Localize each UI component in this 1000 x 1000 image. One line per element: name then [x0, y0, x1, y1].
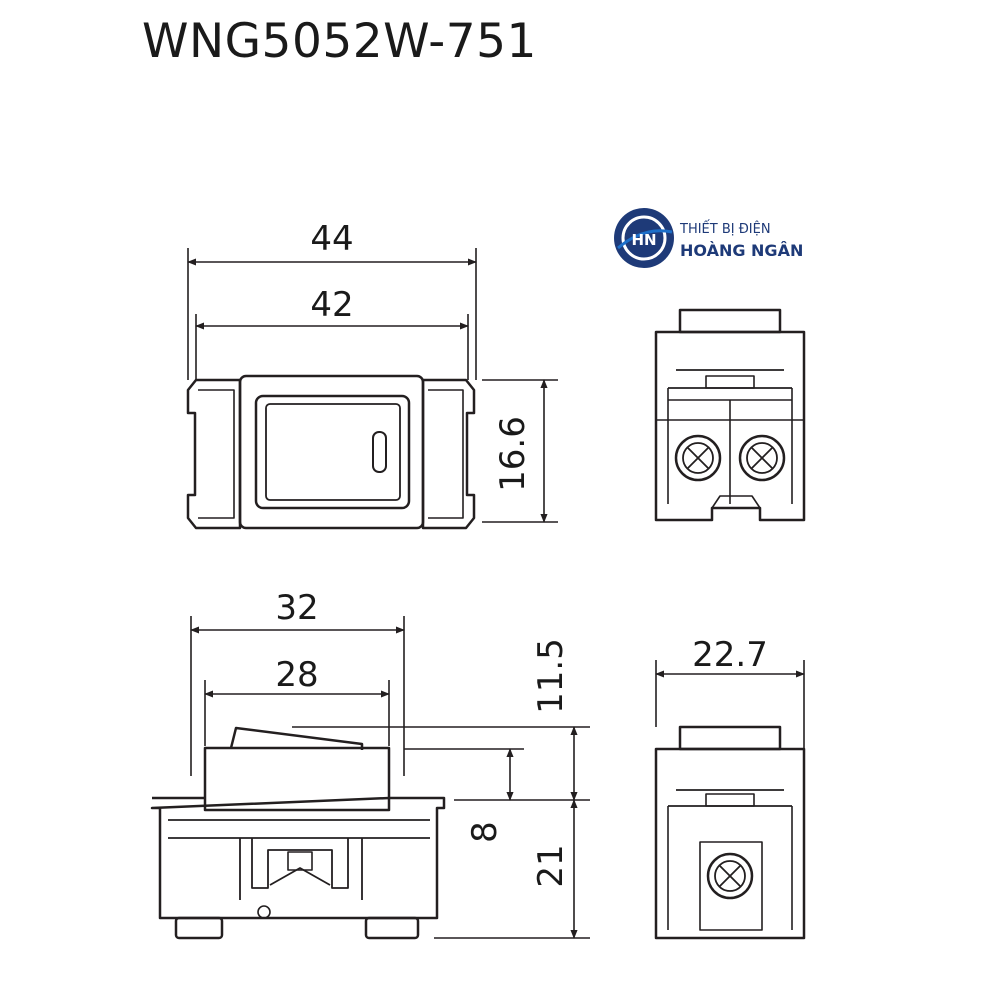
- front-body: [238, 374, 425, 530]
- end-bottom-body: [654, 747, 806, 940]
- logo-monogram: HN: [631, 231, 656, 249]
- end-top-cap: [678, 308, 782, 334]
- dim-label-side-width: 32: [275, 588, 318, 628]
- terminal-screw-icon: [706, 852, 754, 900]
- company-logo: HN THIẾT BỊ ĐIỆN HOÀNG NGÂN: [614, 208, 803, 268]
- end-view-bottom: [654, 725, 806, 940]
- end-bottom-cap: [678, 725, 782, 751]
- side-body-outline: [150, 796, 446, 920]
- front-view: [186, 374, 476, 530]
- front-left-tab: [186, 378, 242, 530]
- logo-swoosh-icon: [617, 229, 673, 250]
- front-right-tab: [421, 378, 476, 530]
- dim-label-side-bottom-height: 21: [531, 844, 571, 887]
- dim-label-side-inner-width: 28: [275, 655, 318, 695]
- side-foot-right: [364, 916, 420, 940]
- terminal-screw-icon: [674, 434, 722, 482]
- dim-label-front-total-width: 44: [310, 219, 353, 259]
- logo-line1: THIẾT BỊ ĐIỆN: [679, 220, 771, 237]
- switch-frame: [254, 394, 411, 510]
- side-view: [150, 726, 446, 940]
- dim-label-front-height: 16.6: [493, 416, 533, 492]
- dim-label-side-mid-height: 8: [465, 821, 505, 843]
- front-right-tab-inner: [428, 389, 464, 519]
- terminal-screw-icon: [738, 434, 786, 482]
- product-code-title: WNG5052W-751: [142, 14, 537, 69]
- rocker-housing: [203, 746, 391, 812]
- logo-line2: HOÀNG NGÂN: [680, 241, 803, 260]
- indicator-lamp-icon: [372, 431, 387, 473]
- logo-ring-icon: [621, 215, 667, 261]
- front-left-tab-inner: [198, 389, 235, 519]
- dimension-lines: [187, 248, 805, 939]
- side-foot-left: [174, 916, 224, 940]
- switch-rocker: [265, 403, 401, 501]
- dim-label-end-width: 22.7: [692, 635, 768, 675]
- dim-label-side-top-height: 11.5: [531, 638, 571, 714]
- rocker-paddle: [229, 726, 364, 750]
- dim-label-front-body-width: 42: [310, 285, 353, 325]
- end-view-top: [654, 308, 806, 522]
